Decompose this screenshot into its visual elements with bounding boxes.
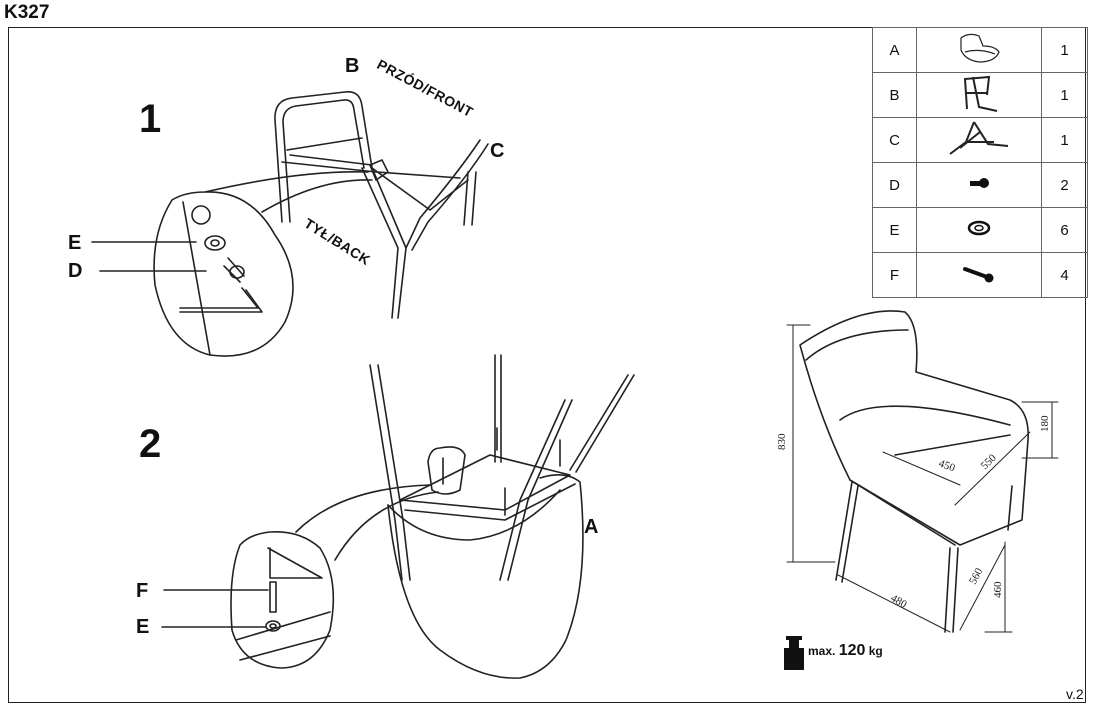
part-qty: 1 — [1041, 27, 1088, 73]
callout-f-step2: F — [136, 580, 149, 602]
part-qty: 6 — [1041, 207, 1088, 253]
part-letter: D — [872, 162, 917, 208]
part-letter: E — [872, 207, 917, 253]
part-letter: A — [872, 27, 917, 73]
step-number-1: 1 — [139, 97, 162, 141]
dim-total-width: 480 — [889, 592, 910, 611]
part-letter: F — [872, 252, 917, 298]
step2-detail-callout — [161, 484, 439, 669]
dim-seat-width: 550 — [979, 452, 1000, 473]
parts-row: C 1 — [872, 117, 1088, 163]
parts-row: A 1 — [872, 27, 1088, 73]
part-qty: 1 — [1041, 117, 1088, 163]
parts-list-table: A 1 B 1 C 1 — [872, 27, 1088, 298]
dimension-lines — [786, 324, 1059, 633]
dimension-chair — [799, 310, 1029, 633]
short-bolt-icon — [970, 178, 989, 188]
part-letter: B — [872, 72, 917, 118]
parts-row: B 1 — [872, 72, 1088, 118]
max-load-prefix: max. — [808, 644, 836, 658]
step1-detail-callout — [91, 171, 373, 357]
max-load-unit: kg — [868, 644, 883, 658]
dim-depth: 560 — [967, 566, 986, 587]
part-c-label: C — [490, 140, 505, 162]
max-load-value: 120 — [838, 642, 866, 659]
parts-row: E 6 — [872, 207, 1088, 253]
step1-chair-frame — [274, 90, 489, 319]
step-number-2: 2 — [139, 422, 162, 466]
dim-seat-height: 460 — [992, 581, 1004, 598]
dim-armrest: 180 — [1039, 415, 1051, 432]
max-load-label: max. 120 kg — [808, 642, 883, 660]
leg-frame-icon — [949, 121, 1009, 155]
instruction-frame — [8, 27, 1086, 703]
part-qty: 4 — [1041, 252, 1088, 298]
callout-d-step1: D — [68, 260, 83, 282]
part-letter: C — [872, 117, 917, 163]
dim-seat-depth: 450 — [937, 458, 957, 475]
part-qty: 1 — [1041, 72, 1088, 118]
version-label: v.2 — [1066, 686, 1084, 702]
product-code: K327 — [4, 2, 50, 23]
callout-e-step1: E — [68, 232, 82, 254]
step2-seat-assembly — [369, 354, 635, 679]
part-a-label: A — [584, 516, 599, 538]
backrest-frame-icon — [963, 75, 998, 112]
parts-row: F 4 — [872, 252, 1088, 298]
part-b-label: B — [345, 55, 360, 77]
callout-e-step2: E — [136, 616, 150, 638]
parts-row: D 2 — [872, 162, 1088, 208]
washer-icon — [967, 220, 991, 236]
part-qty: 2 — [1041, 162, 1088, 208]
dim-height: 830 — [776, 433, 788, 450]
long-bolt-icon — [963, 267, 994, 283]
weight-icon — [784, 636, 804, 670]
seat-shell-icon — [960, 33, 1000, 63]
